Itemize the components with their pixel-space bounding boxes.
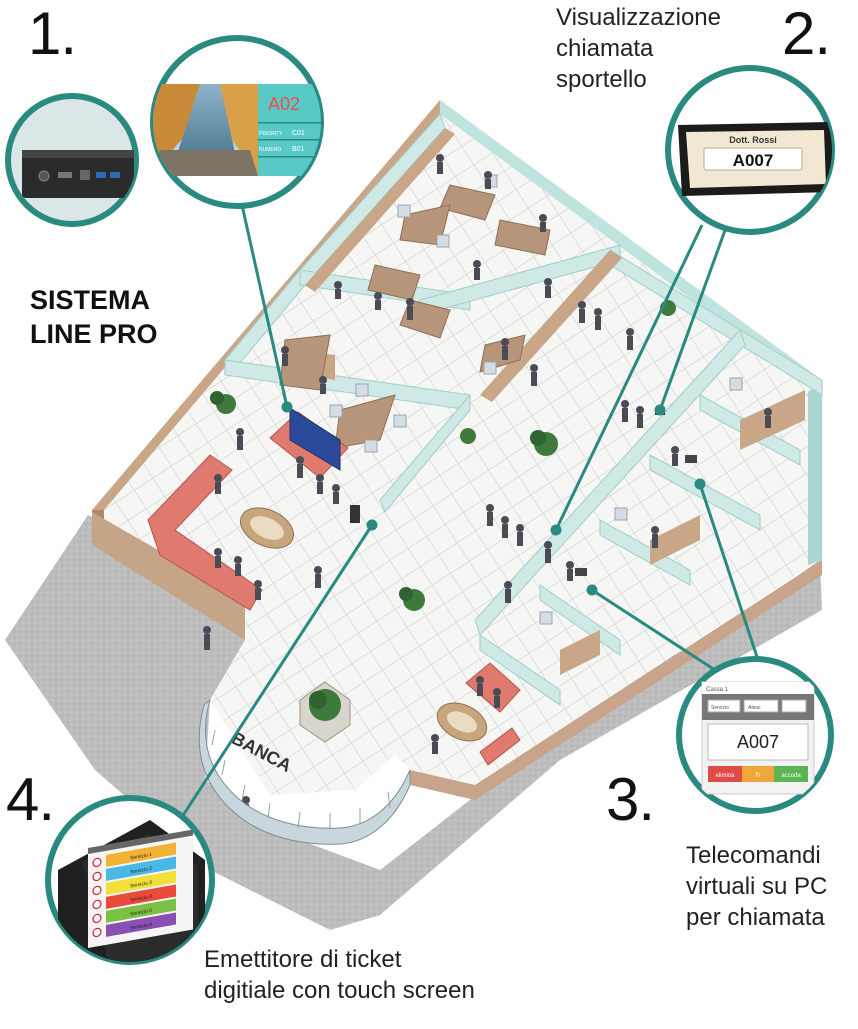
- planter: [299, 681, 351, 743]
- system-title-line-1: SISTEMA: [30, 285, 151, 315]
- people: [203, 154, 772, 820]
- system-title-line-2: LINE PRO: [30, 319, 158, 349]
- caption-counter-display: Visualizzazione chiamata sportello: [556, 4, 721, 93]
- bank-entrance: [198, 698, 411, 845]
- monitor-big-number: A02: [268, 94, 300, 114]
- step-number-1: 1.: [28, 0, 77, 67]
- pc-marker-2: [685, 455, 697, 463]
- remote-delete-button: elimina: [715, 773, 735, 779]
- caption-ticket-kiosk: Emettitore di ticket digitiale con touch…: [204, 946, 475, 1004]
- kiosk-floor: [350, 505, 360, 523]
- step-number-2: 2.: [782, 0, 831, 67]
- ticket-kiosk-callout: [45, 795, 215, 965]
- ticket-service-5: Servizio 5: [130, 908, 152, 918]
- pc-callout: [5, 93, 139, 227]
- counter-display-callout: [665, 65, 835, 235]
- ticket-service-4: Servizio 4: [130, 894, 152, 904]
- remote-field-1: Servizio: [711, 705, 729, 711]
- counter-display-number: A007: [733, 151, 774, 170]
- coffee-tables: [240, 507, 488, 742]
- remote-queue-button: accoda: [781, 773, 801, 779]
- ticket-service-1: Servizio 1: [130, 852, 152, 862]
- monitor-row-1-label: PRIORITY: [259, 131, 283, 137]
- ticket-service-6: Servizio 6: [130, 922, 152, 932]
- wood-panels: [300, 128, 805, 675]
- ground: [5, 515, 822, 930]
- remote-refresh-icon: ↻: [755, 772, 761, 779]
- remote-number: A007: [737, 732, 779, 752]
- virtual-remote-callout: [676, 656, 834, 814]
- wall-monitor: [289, 407, 341, 471]
- step-number-3: 3.: [606, 766, 655, 833]
- monitor-row-2-value: B01: [292, 146, 305, 153]
- monitor-row-1-value: C01: [292, 130, 305, 137]
- caption-virtual-remote: Telecomandi virtuali su PC per chiamata: [686, 842, 828, 931]
- ticket-buttons: Servizio 1 Servizio 2 Servizio 3 Servizi…: [130, 852, 152, 932]
- remote-title: Cassa 1: [706, 687, 729, 693]
- ticket-service-2: Servizio 2: [130, 866, 152, 876]
- pc-marker: [575, 568, 587, 576]
- ticket-service-3: Servizio 3: [130, 880, 152, 890]
- plants: [210, 300, 676, 611]
- monitor-callout: [150, 35, 324, 209]
- counter-display-name: Dott. Rossi: [729, 135, 777, 145]
- step-number-4: 4.: [6, 766, 55, 833]
- remote-field-2: Attesi: [748, 705, 761, 711]
- monitor-row-2-label: NUMERO: [259, 147, 281, 153]
- desks: [279, 184, 551, 449]
- leader-lines: [178, 204, 760, 821]
